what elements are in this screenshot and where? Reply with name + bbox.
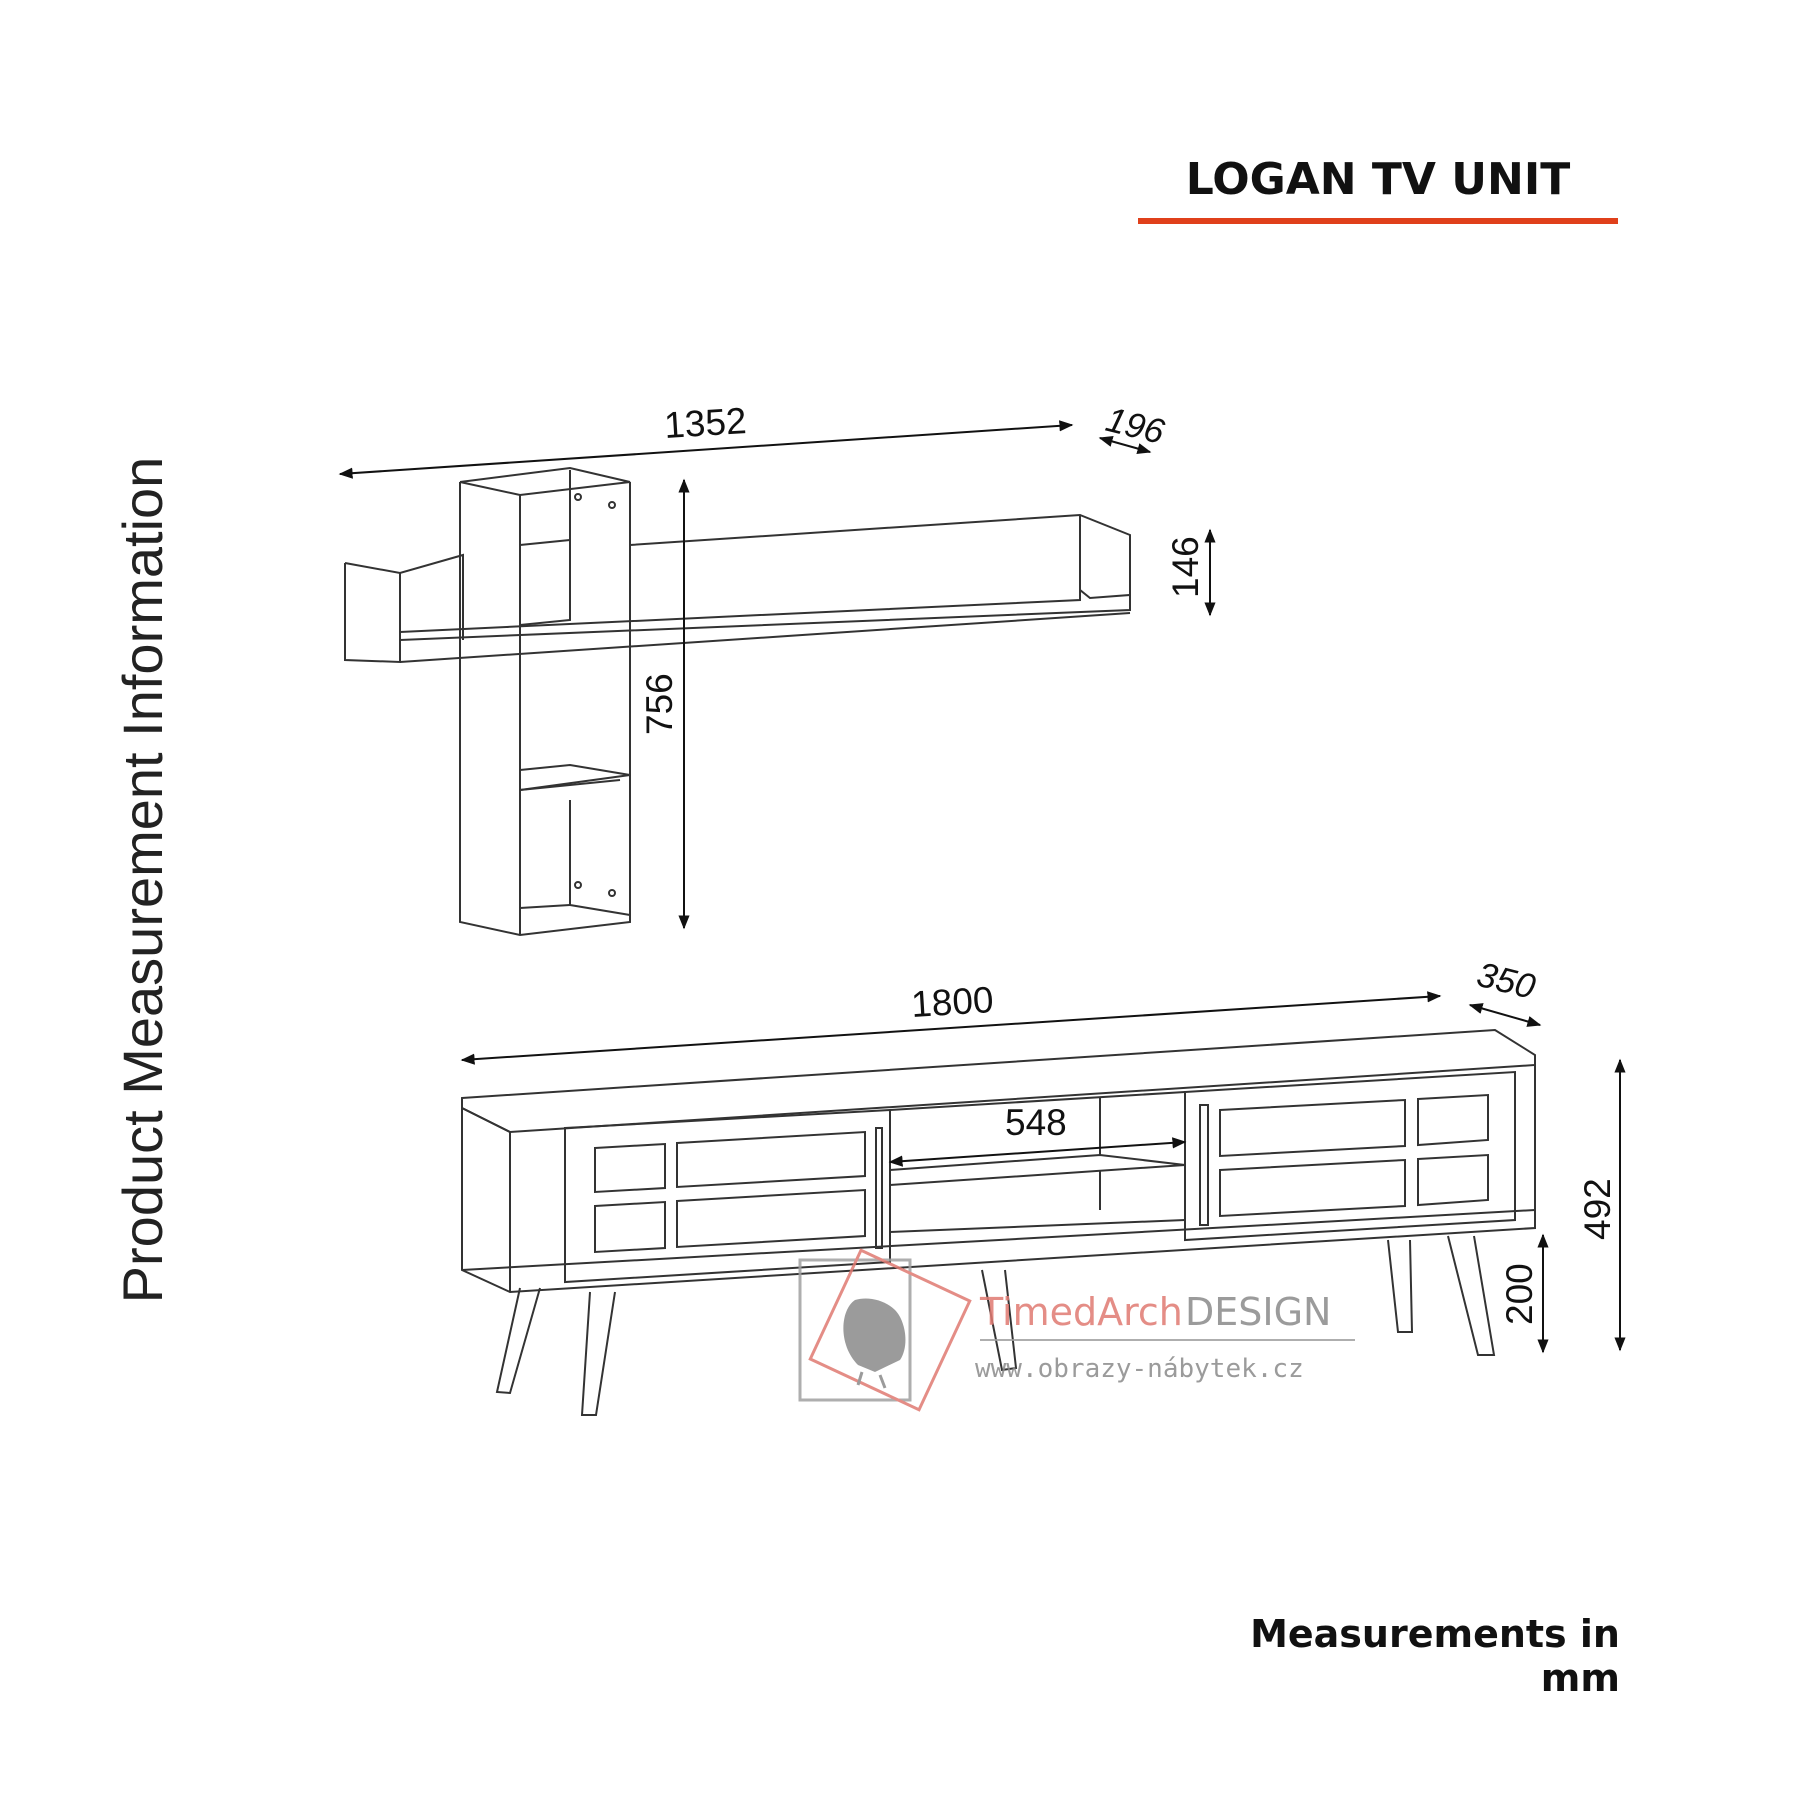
tv-depth-label: 350 [1473, 955, 1540, 1007]
tv-leg-height-label: 200 [1499, 1263, 1540, 1325]
units-note: Measurements in mm [1250, 1612, 1620, 1700]
tv-width-label: 1800 [910, 979, 995, 1025]
tv-height-label: 492 [1577, 1178, 1618, 1240]
watermark-brand-suffix: DESIGN [1185, 1290, 1331, 1334]
watermark-frame-red [808, 1248, 972, 1412]
title-underline [1138, 218, 1618, 224]
watermark-url: www.obrazy-nábytek.cz [975, 1354, 1304, 1384]
shelf-depth-label: 196 [1102, 400, 1169, 452]
shelf-unit-drawing [344, 466, 1131, 937]
shelf-width-label: 1352 [663, 400, 748, 446]
shelf-dimension-lines [338, 420, 1216, 930]
tv-opening-label: 548 [1005, 1102, 1067, 1143]
watermark-brand-prefix: TimedArch [979, 1290, 1183, 1334]
shelf-height-label: 756 [639, 673, 680, 735]
tv-dimension-lines [460, 991, 1626, 1354]
chair-icon [843, 1298, 906, 1372]
watermark: TimedArch DESIGN www.obrazy-nábytek.cz [798, 1248, 1355, 1412]
shelf-height-small-label: 146 [1165, 536, 1206, 598]
tv-unit-drawing [461, 1028, 1536, 1416]
page-title: LOGAN TV UNIT [1185, 154, 1571, 205]
